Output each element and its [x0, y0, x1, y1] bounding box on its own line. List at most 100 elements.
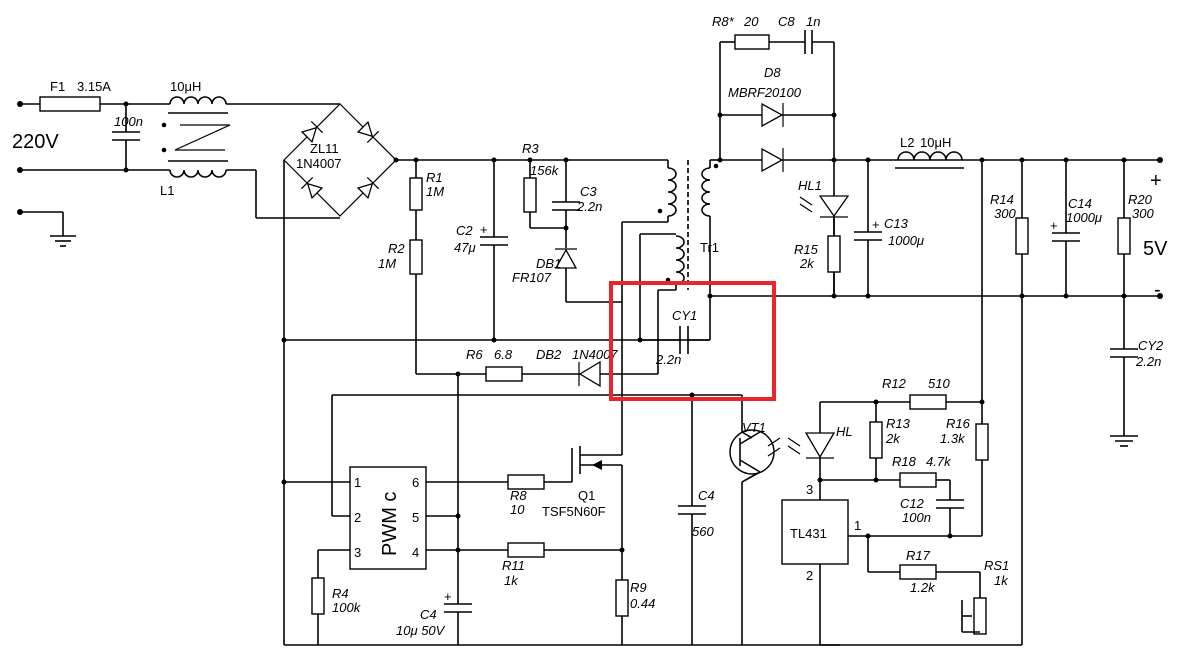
resistor-r12 — [909, 394, 947, 410]
tl431-pin-1: 1 — [854, 518, 861, 533]
r14-ref: R14 — [990, 192, 1014, 207]
q1-value: TSF5N60F — [542, 504, 606, 519]
c14-value: 1000μ — [1066, 210, 1102, 225]
highlight-box — [609, 281, 776, 401]
resistor-r4 — [311, 577, 325, 615]
output-voltage-label: 5V — [1143, 238, 1168, 260]
r16-value: 1.3k — [940, 431, 966, 446]
pwm-controller: PWM c 1 2 3 4 5 6 R4 100k + C4 10μ 50V — [284, 374, 743, 645]
r20-value: 300 — [1132, 206, 1154, 221]
d8-ref: D8 — [764, 65, 781, 80]
r3-value: 156k — [530, 163, 560, 178]
c3-ref: C3 — [580, 184, 597, 199]
r13-value: 2k — [885, 431, 901, 446]
inductor-l2 — [897, 151, 963, 161]
r13-ref: R13 — [886, 416, 911, 431]
r12-ref: R12 — [882, 376, 907, 391]
r9-value: 0.44 — [630, 596, 655, 611]
mains-input: 220V F1 3.15A 100n 10μH L1 — [12, 79, 340, 247]
resistor-r9 — [615, 579, 629, 617]
resistor-r16 — [975, 423, 989, 461]
r1-value: 1M — [426, 184, 444, 199]
c4a-ref: C4 — [420, 607, 437, 622]
resistor-r11 — [507, 542, 545, 558]
l2-value: 10μH — [920, 135, 951, 150]
rs1-value: 1k — [994, 573, 1009, 588]
tl431-pin-2: 2 — [806, 568, 813, 583]
r8-value: 10 — [510, 502, 525, 517]
resistor-r17 — [899, 564, 937, 580]
l2-ref: L2 — [900, 135, 914, 150]
y-cap-and-feedback: CY1 2.2n R6 6.8 DB2 1N4007 — [416, 296, 711, 388]
r12-value: 510 — [928, 376, 950, 391]
tr1-ref: Tr1 — [700, 240, 719, 255]
transformer-tr1: Tr1 — [621, 160, 719, 455]
c4a-value: 10μ 50V — [396, 623, 446, 638]
c13-value: 1000μ — [888, 233, 924, 248]
resistor-r8s — [734, 34, 770, 50]
r15-value: 2k — [799, 256, 815, 271]
d8-value: MBRF20100 — [728, 85, 802, 100]
cy2-value: 2.2n — [1135, 354, 1161, 369]
diode-d8a — [761, 102, 784, 128]
choke-l1-top — [169, 96, 227, 105]
zl11-ref: ZL11 — [310, 141, 339, 156]
output-plus: + — [1150, 170, 1162, 192]
tl431-pin-3: 3 — [806, 482, 813, 497]
mosfet-q1: Q1 TSF5N60F R9 0.44 C4 560 — [542, 395, 715, 645]
vt1-ref: VT1 — [742, 420, 766, 435]
resistor-r18 — [899, 472, 937, 488]
choke-l1-bottom — [169, 169, 227, 178]
tl431-label: TL431 — [790, 526, 827, 541]
r11-value: 1k — [504, 573, 519, 588]
r14-value: 300 — [994, 206, 1016, 221]
resistor-r1 — [409, 177, 423, 211]
zl11-value: 1N4007 — [296, 156, 342, 171]
pwm-label: PWM c — [379, 492, 401, 556]
r18-ref: R18 — [892, 454, 917, 469]
hl-ref: HL — [836, 424, 853, 439]
r6-value: 6.8 — [494, 347, 513, 362]
resistor-r2 — [409, 239, 423, 275]
c12-ref: C12 — [900, 496, 925, 511]
c14-ref: C14 — [1068, 196, 1092, 211]
db2-ref: DB2 — [536, 347, 562, 362]
f1-value: 3.15A — [77, 79, 111, 94]
svg-text:+: + — [444, 589, 452, 604]
cy2-ref: CY2 — [1138, 338, 1164, 353]
l1-value: 10μH — [170, 79, 201, 94]
c4b-ref: C4 — [698, 488, 715, 503]
r16-ref: R16 — [946, 416, 971, 431]
r11-ref: R11 — [502, 558, 525, 573]
bridge-rectifier-zl11: ZL11 1N4007 — [283, 103, 399, 217]
tl431-ic — [781, 499, 849, 565]
r8-ref: R8 — [510, 488, 527, 503]
led-hl — [804, 432, 836, 459]
c2-ref: C2 — [456, 223, 473, 238]
c12-value: 100n — [902, 510, 931, 525]
cin-value: 100n — [114, 114, 143, 129]
resistor-r15 — [827, 235, 841, 273]
hv-rails: R1 1M R2 1M + C2 47μ R3 156k C3 2.2n DB1 — [281, 141, 840, 646]
pwm-pin-6: 6 — [412, 475, 419, 490]
resistor-r20 — [1117, 217, 1131, 255]
fuse-f1 — [39, 96, 101, 112]
feedback-tl431: R12 510 R13 2k R16 1.3k R18 4.7k C12 100… — [781, 157, 1022, 646]
svg-text:+: + — [1050, 218, 1058, 233]
r17-ref: R17 — [906, 548, 931, 563]
r18-value: 4.7k — [926, 454, 952, 469]
db2-value: 1N4007 — [572, 347, 618, 362]
r2-ref: R2 — [388, 241, 405, 256]
r9-ref: R9 — [630, 580, 647, 595]
svg-text:+: + — [480, 222, 488, 237]
pwm-pin-3: 3 — [354, 545, 361, 560]
l1-ref: L1 — [160, 183, 174, 198]
r4-ref: R4 — [332, 586, 349, 601]
c3-value: 2.2n — [576, 199, 602, 214]
hl1-ref: HL1 — [798, 178, 822, 193]
f1-ref: F1 — [50, 79, 65, 94]
secondary-output: R8* 20 C8 1n D8 MBRF20100 HL1 R15 2k — [707, 14, 1168, 645]
c13-ref: C13 — [884, 216, 909, 231]
c4b-value: 560 — [692, 524, 714, 539]
